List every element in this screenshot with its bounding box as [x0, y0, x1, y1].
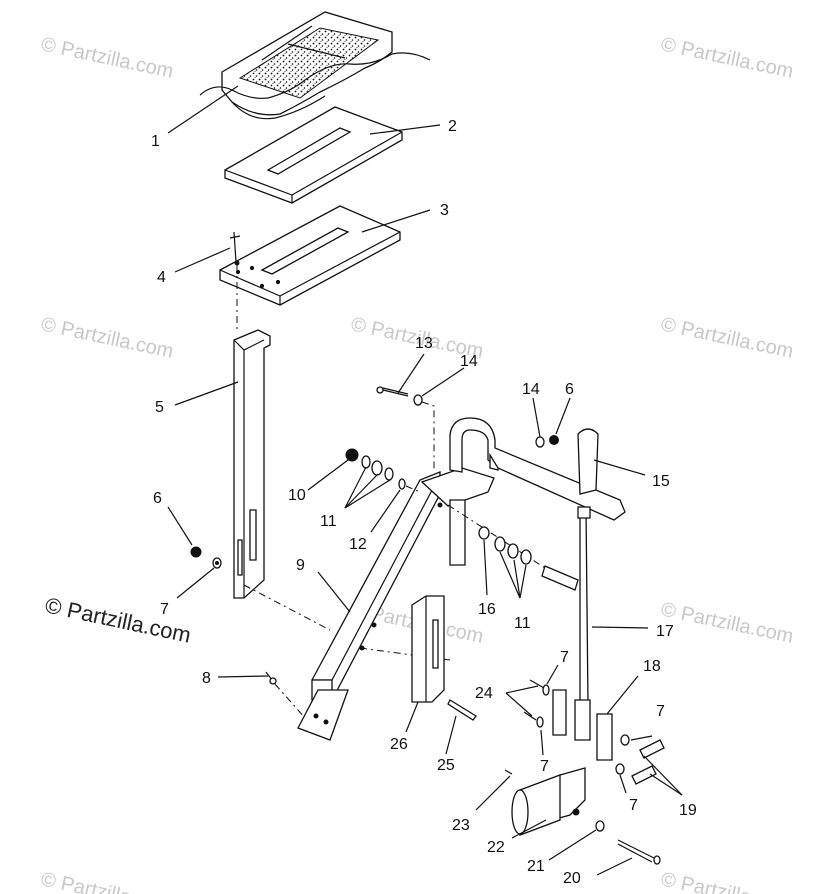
fasteners-left: [190, 546, 222, 569]
watermark-text: © Partzilla.com: [39, 868, 175, 894]
part-17-rod: [577, 506, 591, 706]
callout-10: 10: [288, 487, 306, 504]
bolt-13: [376, 386, 423, 406]
part-22-roller: [504, 767, 586, 836]
fasteners-top-right: [535, 435, 559, 448]
part-9-pedal-arm: [297, 467, 495, 741]
callout-11: 11: [320, 513, 337, 530]
part-1-footrest-pad: [199, 11, 431, 120]
callout-23: 23: [452, 817, 470, 834]
callout-25: 25: [437, 757, 455, 774]
callout-11-lower: 11: [514, 615, 531, 632]
callout-20: 20: [563, 870, 581, 887]
callout-21: 21: [527, 858, 545, 875]
watermark-text: © Partzilla.com: [659, 868, 795, 894]
callout-5: 5: [155, 399, 164, 416]
callout-2: 2: [448, 118, 457, 135]
watermarks: © Partzilla.com © Partzilla.com © Partzi…: [39, 33, 795, 894]
fastener-stack-upper: [345, 448, 406, 490]
assembly-line: [274, 683, 306, 719]
part-26-clip: [411, 595, 477, 721]
callout-4: 4: [157, 269, 166, 286]
callout-labels: 1 2 3 4 5 6 7 8 9 10 11 12 13 14 14 6 15…: [151, 118, 697, 887]
part-5-vertical-bracket: [233, 329, 271, 599]
callout-6-right: 6: [565, 381, 574, 398]
callout-17: 17: [656, 623, 674, 640]
part-3-bracket-plate: [219, 205, 401, 306]
callout-7: 7: [160, 601, 169, 618]
assembly-line: [421, 401, 435, 470]
copyright-text: © Partzilla.com: [43, 592, 193, 647]
part-8-pin: [265, 671, 277, 685]
callout-16: 16: [478, 601, 496, 618]
watermark-text: © Partzilla.com: [659, 33, 795, 83]
callout-1: 1: [151, 133, 160, 150]
callout-13: 13: [415, 335, 433, 352]
callout-19: 19: [679, 802, 697, 819]
callout-7-right-lower: 7: [629, 797, 638, 814]
callout-15: 15: [652, 473, 670, 490]
fastener-stack-lower: [447, 504, 579, 591]
callout-18: 18: [643, 658, 661, 675]
bolt-20: [595, 820, 661, 865]
callout-9: 9: [296, 557, 305, 574]
callout-7-upper: 7: [560, 649, 569, 666]
callout-14: 14: [460, 353, 478, 370]
callout-24: 24: [475, 685, 493, 702]
callout-22: 22: [487, 839, 505, 856]
callout-26: 26: [390, 736, 408, 753]
assembly-line: [359, 647, 451, 661]
callout-6: 6: [153, 490, 162, 507]
watermark-text: © Partzilla.com: [659, 313, 795, 363]
assembly-line: [243, 584, 331, 631]
watermark-text: © Partzilla.com: [39, 313, 175, 363]
callout-7-right-upper: 7: [656, 703, 665, 720]
callout-14-right: 14: [522, 381, 540, 398]
assembly-line: [405, 485, 421, 493]
callout-7-lower: 7: [540, 758, 549, 775]
callout-3: 3: [440, 202, 449, 219]
watermark-text: © Partzilla.com: [39, 33, 175, 83]
watermark-text: © Partzilla.com: [659, 598, 795, 648]
leader-lines: [167, 85, 683, 876]
part-15-handle-frame: [449, 417, 626, 566]
part-2-plate: [224, 106, 403, 204]
callout-8: 8: [202, 670, 211, 687]
callout-12: 12: [349, 536, 367, 553]
